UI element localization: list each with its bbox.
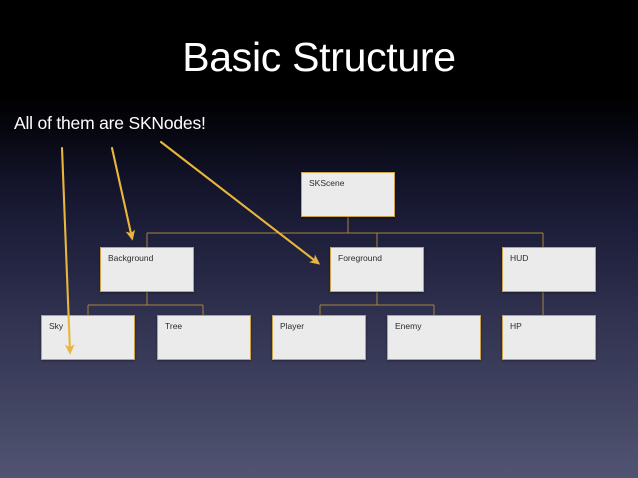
page-title: Basic Structure [182, 34, 456, 80]
node-label-enemy: Enemy [395, 321, 422, 331]
node-box-tree[interactable]: Tree [157, 315, 251, 360]
node-box-player[interactable]: Player [272, 315, 366, 360]
slide-subtitle: All of them are SKNodes! [14, 113, 206, 133]
node-label-hp: HP [510, 321, 522, 331]
node-label-hud: HUD [510, 253, 529, 263]
node-box-enemy[interactable]: Enemy [387, 315, 481, 360]
node-box-background[interactable]: Background [100, 247, 194, 292]
node-box-sky[interactable]: Sky [41, 315, 135, 360]
node-box-foreground[interactable]: Foreground [330, 247, 424, 292]
node-label-sky: Sky [49, 321, 64, 331]
node-label-player: Player [280, 321, 305, 331]
node-label-foreground: Foreground [338, 253, 382, 263]
node-box-hud[interactable]: HUD [502, 247, 596, 292]
node-box-hp[interactable]: HP [502, 315, 596, 360]
node-label-skscene: SKScene [309, 178, 345, 188]
node-label-background: Background [108, 253, 154, 263]
node-box-skscene[interactable]: SKScene [301, 172, 395, 217]
node-label-tree: Tree [165, 321, 183, 331]
